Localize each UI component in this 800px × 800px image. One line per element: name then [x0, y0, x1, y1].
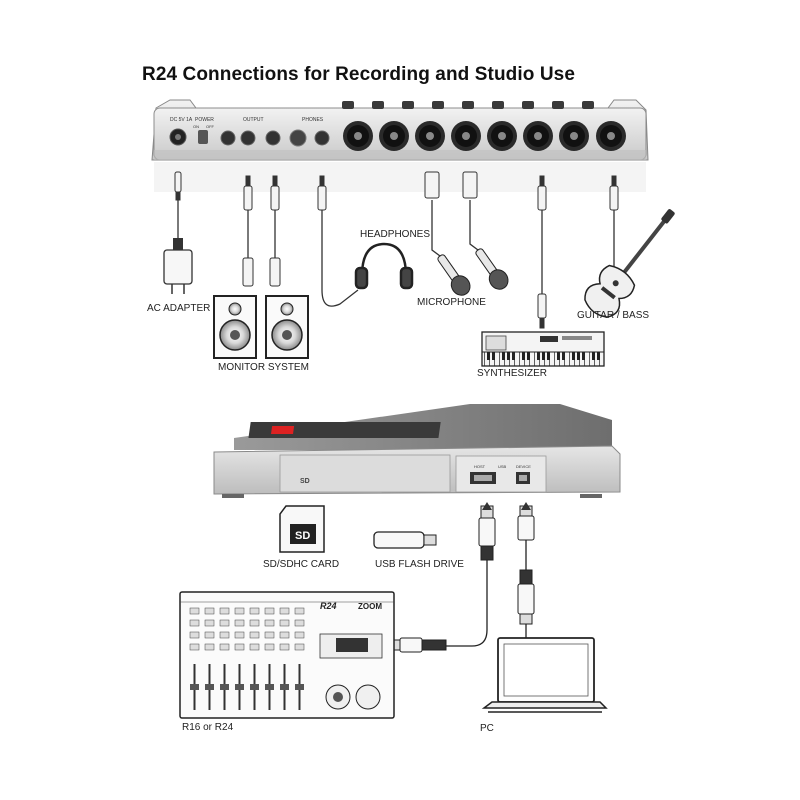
monitor-speaker-icon: [213, 295, 309, 359]
synth-black-key: [592, 352, 595, 360]
synth-black-key: [572, 352, 575, 360]
synth-black-key: [522, 352, 525, 360]
top-plugs: [174, 171, 619, 329]
synth-key-divider: [524, 352, 525, 366]
panel-phones-label: PHONES: [302, 117, 324, 123]
synth-black-key: [512, 352, 515, 360]
sd-card-icon: SD: [279, 505, 325, 553]
synth-black-key: [527, 352, 530, 360]
synth-key-divider: [509, 352, 510, 366]
label-r16-or-r24: R16 or R24: [182, 722, 234, 733]
synth-black-key: [537, 352, 540, 360]
label-microphone: MICROPHONE: [417, 297, 486, 308]
panel-power-label: POWER: [195, 117, 214, 123]
synth-key-divider: [514, 352, 515, 366]
mixer-model-text: R24: [320, 601, 337, 611]
synth-key-divider: [574, 352, 575, 366]
label-pc: PC: [480, 723, 494, 734]
mixer-channel-strip: [279, 607, 290, 710]
synth-key-divider: [564, 352, 565, 366]
mixer-channel-strip: [294, 607, 305, 710]
synth-key-divider: [554, 352, 555, 366]
synth-key-divider: [569, 352, 570, 366]
label-synthesizer: SYNTHESIZER: [477, 368, 548, 379]
usb-arrows: [383, 502, 531, 649]
synth-key-divider: [579, 352, 580, 366]
panel-off-label: OFF: [206, 124, 215, 129]
side-device-label: DEVICE: [516, 464, 531, 469]
label-headphones: HEADPHONES: [360, 229, 431, 240]
synth-key-divider: [539, 352, 540, 366]
label-usb-flash-drive: USB FLASH DRIVE: [375, 559, 464, 570]
mixer-brand-text: ZOOM: [358, 602, 382, 611]
microphone-icon: [437, 248, 509, 296]
label-ac-adapter: AC ADAPTER: [147, 303, 211, 314]
synth-key-divider: [534, 352, 535, 366]
side-sd-logo: SD: [300, 478, 310, 485]
synth-key-divider: [559, 352, 560, 366]
synth-black-key: [492, 352, 495, 360]
synth-key-divider: [504, 352, 505, 366]
mixer-channel-strip: [234, 607, 245, 710]
mixer-channel-strip: [219, 607, 230, 710]
synth-black-key: [542, 352, 545, 360]
panel-output-label: OUTPUT: [243, 117, 264, 123]
label-monitor-system: MONITOR SYSTEM: [218, 362, 309, 373]
label-sd-card: SD/SDHC CARD: [263, 559, 340, 570]
synth-black-key: [502, 352, 505, 360]
synth-key-divider: [594, 352, 595, 366]
synth-key-divider: [589, 352, 590, 366]
mixer-unit-icon: R24 ZOOM: [179, 591, 395, 719]
synth-black-key: [562, 352, 565, 360]
synth-key-divider: [499, 352, 500, 366]
synth-black-key: [557, 352, 560, 360]
synth-black-key: [597, 352, 600, 360]
synth-black-key: [547, 352, 550, 360]
synth-key-divider: [529, 352, 530, 366]
side-usb-label: USB: [498, 464, 507, 469]
label-guitar-bass: GUITAR / BASS: [577, 310, 650, 321]
headphones-icon: [354, 242, 414, 290]
pc-laptop-icon: [481, 637, 608, 713]
recorder-side-view: SD HOST USB DEVICE: [213, 404, 621, 498]
side-host-label: HOST: [474, 464, 486, 469]
mixer-channel-strip: [249, 607, 260, 710]
synth-black-key: [582, 352, 585, 360]
synth-key-divider: [584, 352, 585, 366]
synth-black-key: [507, 352, 510, 360]
guitar-icon: [584, 209, 675, 318]
synthesizer-icon: [481, 331, 605, 367]
recorder-rear-panel: DC 5V 1A POWER ON OFF OUTPUT PHONES: [151, 99, 649, 192]
mixer-channel-strip: [204, 607, 215, 710]
synth-key-divider: [519, 352, 520, 366]
synth-key-divider: [544, 352, 545, 366]
synth-black-key: [577, 352, 580, 360]
ac-adapter-icon: [163, 238, 193, 294]
mixer-channel-strip: [264, 607, 275, 710]
synth-key-divider: [494, 352, 495, 366]
usb-flash-drive-icon: [373, 531, 437, 549]
sd-card-logo: SD: [295, 530, 310, 542]
diagram-title: R24 Connections for Recording and Studio…: [142, 64, 575, 85]
synth-key-divider: [489, 352, 490, 366]
synth-key-divider: [599, 352, 600, 366]
xlr-combo-inputs: [343, 121, 626, 151]
synth-key-divider: [484, 352, 485, 366]
synth-black-key: [487, 352, 490, 360]
usb-cables: [446, 540, 527, 647]
panel-on-label: ON: [193, 124, 199, 129]
usb-plugs: [389, 505, 535, 653]
mixer-channel-strip: [189, 607, 200, 710]
synth-key-divider: [549, 352, 550, 366]
panel-dc-label: DC 5V 1A: [170, 117, 193, 123]
